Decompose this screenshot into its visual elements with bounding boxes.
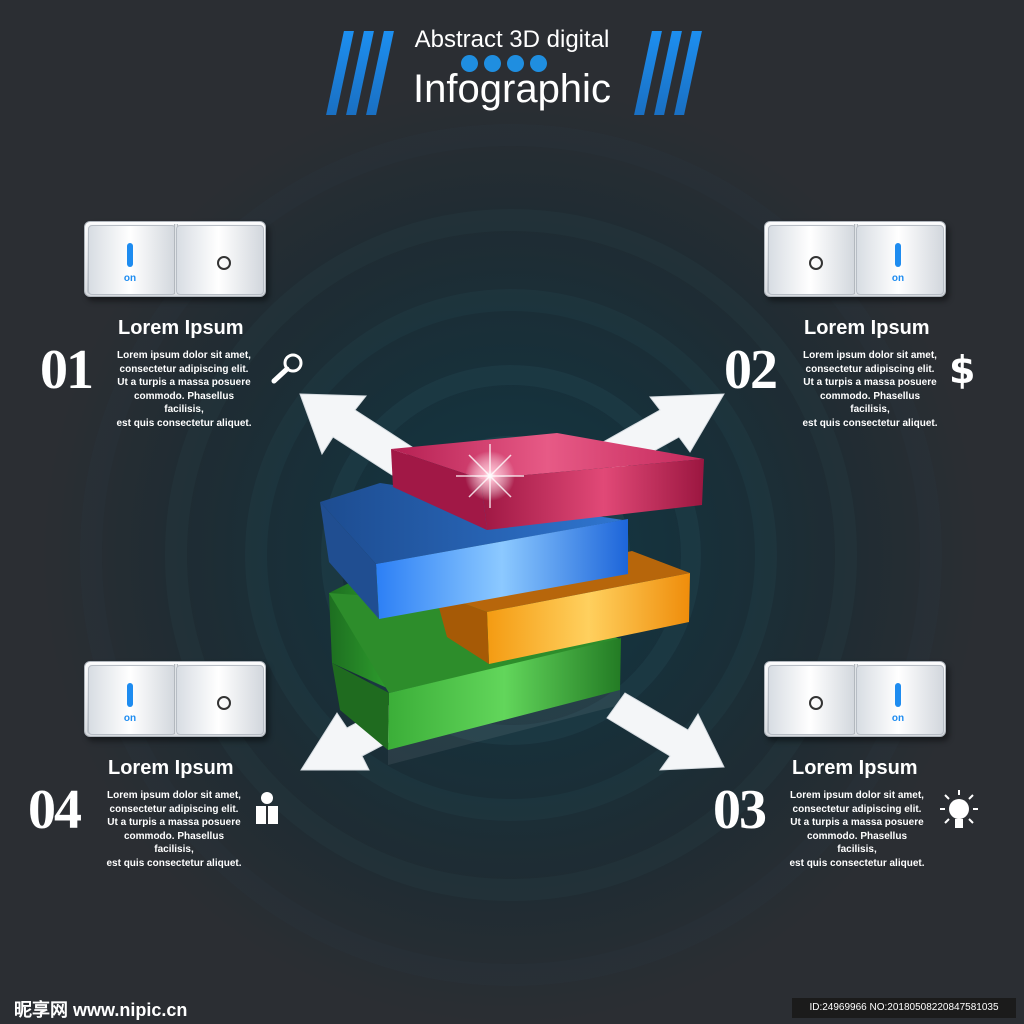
- power-on-icon: [895, 683, 901, 707]
- subtitle: Abstract 3D digital: [414, 26, 610, 53]
- item-title-02: Lorem Ipsum: [804, 317, 930, 339]
- switch-on-label: on: [123, 273, 137, 284]
- switch-on-label: on: [891, 713, 905, 724]
- title-dots: [461, 55, 553, 72]
- switch-on-side: on: [856, 225, 944, 295]
- switch-on-side: on: [856, 665, 944, 735]
- item-number-02: 02: [724, 339, 778, 401]
- item-text-line: est quis consectetur aliquet.: [116, 417, 252, 429]
- dot-2: [484, 55, 501, 72]
- power-off-icon: [217, 696, 231, 710]
- switch-on-label: on: [123, 713, 137, 724]
- item-text-line: Lorem ipsum dolor sit amet,: [803, 350, 937, 361]
- item-text-line: Ut a turpis a massa posuere: [790, 817, 924, 828]
- power-off-icon: [809, 256, 823, 270]
- switch-off-side: [176, 225, 264, 295]
- switch-on-side: on: [88, 665, 176, 735]
- item-title-04: Lorem Ipsum: [108, 757, 234, 779]
- item-text-line: Ut a turpis a massa posuere: [107, 817, 241, 828]
- dot-3: [507, 55, 524, 72]
- item-text-line: commodo. Phasellus facilisis,: [123, 830, 225, 856]
- item-text-line: est quis consectetur aliquet.: [802, 417, 938, 429]
- item-text-line: Lorem ipsum dolor sit amet,: [790, 790, 924, 801]
- item-text-line: commodo. Phasellus facilisis,: [819, 390, 921, 416]
- dot-4: [530, 55, 547, 72]
- item-text-04: Lorem ipsum dolor sit amet, consectetur …: [104, 789, 244, 870]
- arrow-to-03: [606, 692, 725, 771]
- dollar-icon: $: [949, 348, 976, 392]
- power-on-icon: [895, 243, 901, 267]
- person-icon: [256, 792, 278, 824]
- item-text-line: consectetur adipiscing elit.: [119, 363, 249, 375]
- toggle-switch-04[interactable]: on: [84, 661, 266, 737]
- item-number-01: 01: [40, 339, 94, 401]
- toggle-switch-02[interactable]: on: [764, 221, 946, 297]
- item-title-03: Lorem Ipsum: [792, 757, 918, 779]
- item-number-04: 04: [28, 779, 82, 841]
- power-off-icon: [809, 696, 823, 710]
- switch-off-side: [768, 225, 856, 295]
- power-off-icon: [217, 256, 231, 270]
- item-text-line: Ut a turpis a massa posuere: [117, 377, 251, 388]
- toggle-switch-01[interactable]: on: [84, 221, 266, 297]
- search-icon: [271, 353, 303, 384]
- lightbulb-icon: [940, 790, 978, 828]
- item-text-line: commodo. Phasellus facilisis,: [133, 390, 235, 416]
- item-text-line: consectetur adipiscing elit.: [805, 363, 935, 375]
- dot-1: [461, 55, 478, 72]
- blue-block: [320, 483, 628, 619]
- switch-on-label: on: [891, 273, 905, 284]
- item-number-03: 03: [713, 779, 767, 841]
- switch-off-side: [176, 665, 264, 735]
- power-on-icon: [127, 683, 133, 707]
- toggle-switch-03[interactable]: on: [764, 661, 946, 737]
- item-title-01: Lorem Ipsum: [118, 317, 244, 339]
- item-text-line: Lorem ipsum dolor sit amet,: [117, 350, 251, 361]
- image-id-label: ID:24969966 NO:20180508220847581035: [792, 998, 1016, 1018]
- item-text-line: consectetur adipiscing elit.: [792, 803, 922, 815]
- item-text-line: consectetur adipiscing elit.: [109, 803, 239, 815]
- item-text-01: Lorem ipsum dolor sit amet, consectetur …: [114, 349, 254, 430]
- sparkle-ray-icon: [456, 444, 524, 508]
- item-text-line: commodo. Phasellus facilisis,: [806, 830, 908, 856]
- item-text-line: Ut a turpis a massa posuere: [803, 377, 937, 388]
- item-text-line: est quis consectetur aliquet.: [789, 857, 925, 869]
- switch-off-side: [768, 665, 856, 735]
- item-text-line: Lorem ipsum dolor sit amet,: [107, 790, 241, 801]
- item-text-02: Lorem ipsum dolor sit amet, consectetur …: [800, 349, 940, 430]
- item-text-line: est quis consectetur aliquet.: [106, 857, 242, 869]
- page-title: Infographic: [413, 67, 611, 111]
- watermark: 昵享网 www.nipic.cn: [14, 1000, 188, 1020]
- item-text-03: Lorem ipsum dolor sit amet, consectetur …: [787, 789, 927, 870]
- power-on-icon: [127, 243, 133, 267]
